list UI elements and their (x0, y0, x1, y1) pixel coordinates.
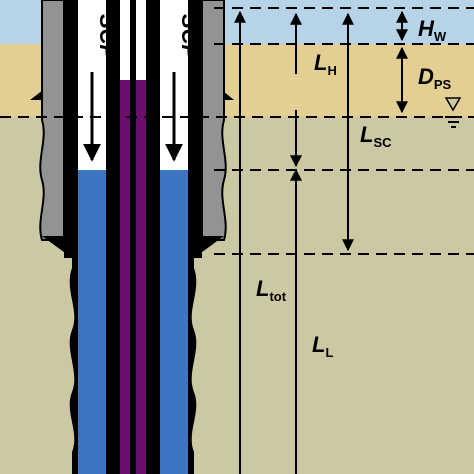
dps-label: DPS (418, 64, 452, 92)
pipe-wall-left-outer (64, 0, 78, 258)
water-table-triangle-icon (444, 97, 462, 128)
annulus-left-fluid-lower (90, 258, 106, 474)
tubing-wall-left (106, 0, 120, 474)
casing-right (201, 0, 227, 241)
scp-label-left: SCP (95, 14, 120, 60)
lsc-label: LSC (360, 122, 392, 150)
hw-label: HW (418, 16, 447, 44)
tubing-core-right (136, 80, 146, 474)
lh-label: LH (314, 50, 337, 78)
ltot-label: Ltot (256, 276, 287, 304)
tubing-center-black (130, 0, 136, 474)
scp-label-right: SCP (177, 14, 202, 60)
tubing-core-left (120, 80, 130, 474)
casing-left (39, 0, 65, 241)
pipe-wall-right-outer (188, 0, 202, 258)
annulus-right-fluid-lower (160, 258, 176, 474)
ll-label: LL (312, 332, 333, 360)
tubing-wall-right (146, 0, 160, 474)
